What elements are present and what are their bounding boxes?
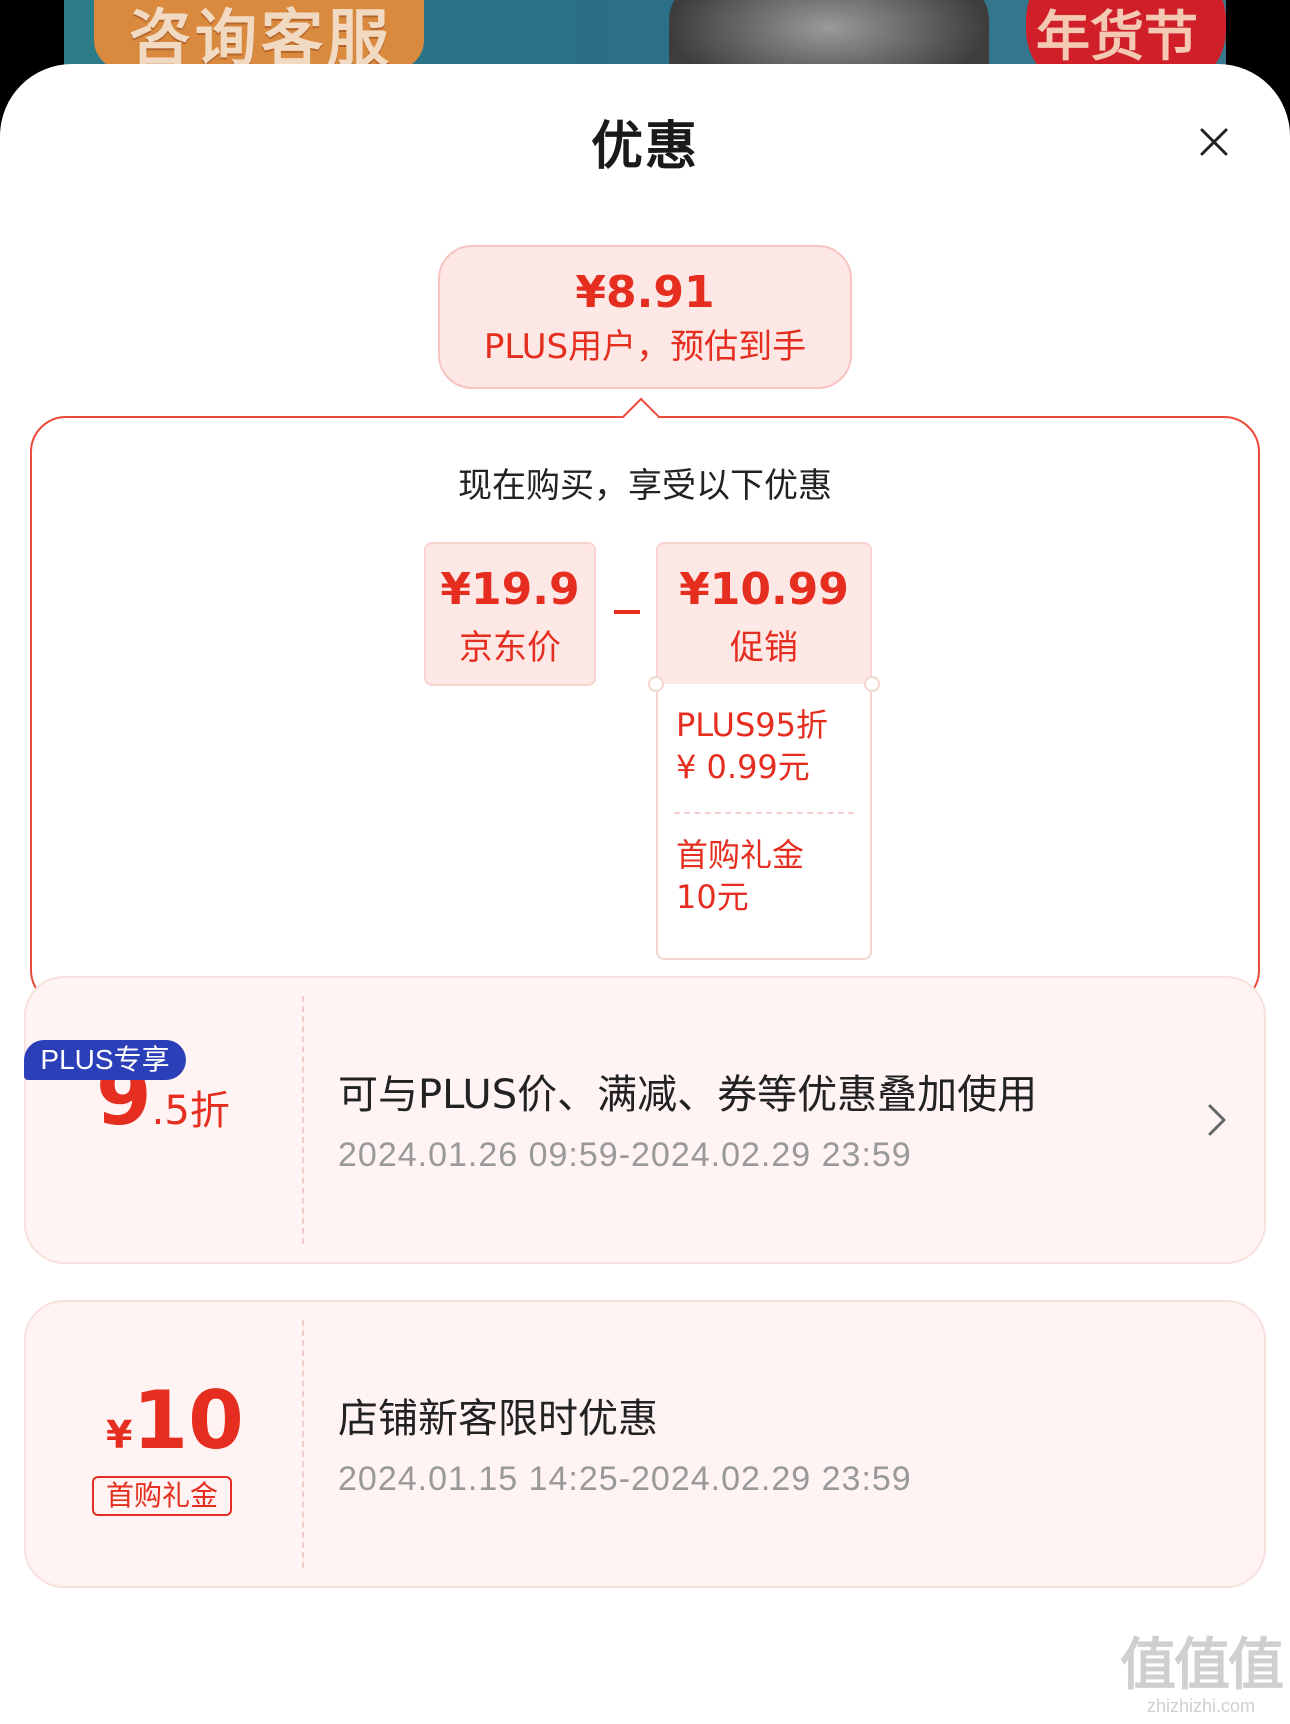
promo-item-gift-name: 首购礼金 <box>676 836 805 874</box>
promo-item-plus-value: ¥ 0.99元 <box>676 748 810 786</box>
promo-item-divider <box>674 812 854 814</box>
background-promo-text: 咨询客服 <box>129 2 394 75</box>
price-breakdown-panel: 现在购买，享受以下优惠 ¥19.9 京东价 ¥10.99 促销 PLUS95折 … <box>30 416 1260 1006</box>
breakdown-heading: 现在购买，享受以下优惠 <box>458 466 832 506</box>
ticket-cutout-right <box>864 676 880 692</box>
site-watermark: 值值值 zhizhizhi.com <box>1120 1633 1284 1717</box>
first-purchase-gift-card[interactable]: ¥10 首购礼金 店铺新客限时优惠 2024.01.15 14:25-2024.… <box>24 1300 1266 1588</box>
background-festival-text: 年货节 <box>1036 4 1198 68</box>
promo-price-box: ¥10.99 促销 <box>656 542 872 686</box>
promo-item-gift-value: 10元 <box>676 878 749 916</box>
promo-item-plus: PLUS95折 ¥ 0.99元 <box>658 704 870 788</box>
discount-fraction: .5折 <box>151 1088 230 1134</box>
sheet-title: 优惠 <box>590 117 699 177</box>
gift-title: 店铺新客限时优惠 <box>338 1396 658 1442</box>
plus-exclusive-tag: PLUS专享 <box>24 1040 186 1080</box>
watermark-url: zhizhizhi.com <box>1146 1696 1256 1716</box>
watermark-logo: 值值值 <box>1120 1633 1284 1698</box>
background-pill <box>94 0 424 70</box>
close-icon <box>1200 128 1228 156</box>
ticket-cutout-left <box>648 676 664 692</box>
promo-item-gift: 首购礼金 10元 <box>658 834 870 918</box>
first-purchase-badge: 首购礼金 <box>92 1476 232 1516</box>
minus-sign <box>614 610 640 614</box>
jd-price-amount: ¥19.9 <box>440 564 580 615</box>
jd-price-box: ¥19.9 京东价 <box>424 542 596 686</box>
gift-validity: 2024.01.15 14:25-2024.02.29 23:59 <box>338 1460 912 1498</box>
chevron-right-icon[interactable] <box>1206 1102 1228 1138</box>
plus-discount-validity: 2024.01.26 09:59-2024.02.29 23:59 <box>338 1136 912 1174</box>
plus-discount-title: 可与PLUS价、满减、券等优惠叠加使用 <box>338 1072 1038 1118</box>
promo-price-amount: ¥10.99 <box>679 564 849 615</box>
promo-detail-list: PLUS95折 ¥ 0.99元 首购礼金 10元 <box>656 684 872 960</box>
jd-price-label: 京东价 <box>459 628 561 668</box>
promo-price-label: 促销 <box>730 628 798 668</box>
card-separator <box>302 1320 304 1568</box>
gift-amount: ¥10 <box>106 1374 244 1467</box>
estimated-price: ¥8.91 <box>575 267 715 318</box>
card-separator <box>302 996 304 1244</box>
close-button[interactable] <box>1196 124 1232 160</box>
estimated-price-note: PLUS用户，预估到手 <box>483 327 807 367</box>
estimated-price-bubble: ¥8.91 PLUS用户，预估到手 <box>438 245 852 389</box>
gift-amount-number: 10 <box>132 1374 244 1467</box>
promo-item-plus-name: PLUS95折 <box>676 706 828 744</box>
gift-currency: ¥ <box>106 1413 133 1457</box>
plus-discount-card[interactable]: 9.5折 可与PLUS价、满减、券等优惠叠加使用 2024.01.26 09:5… <box>24 976 1266 1264</box>
